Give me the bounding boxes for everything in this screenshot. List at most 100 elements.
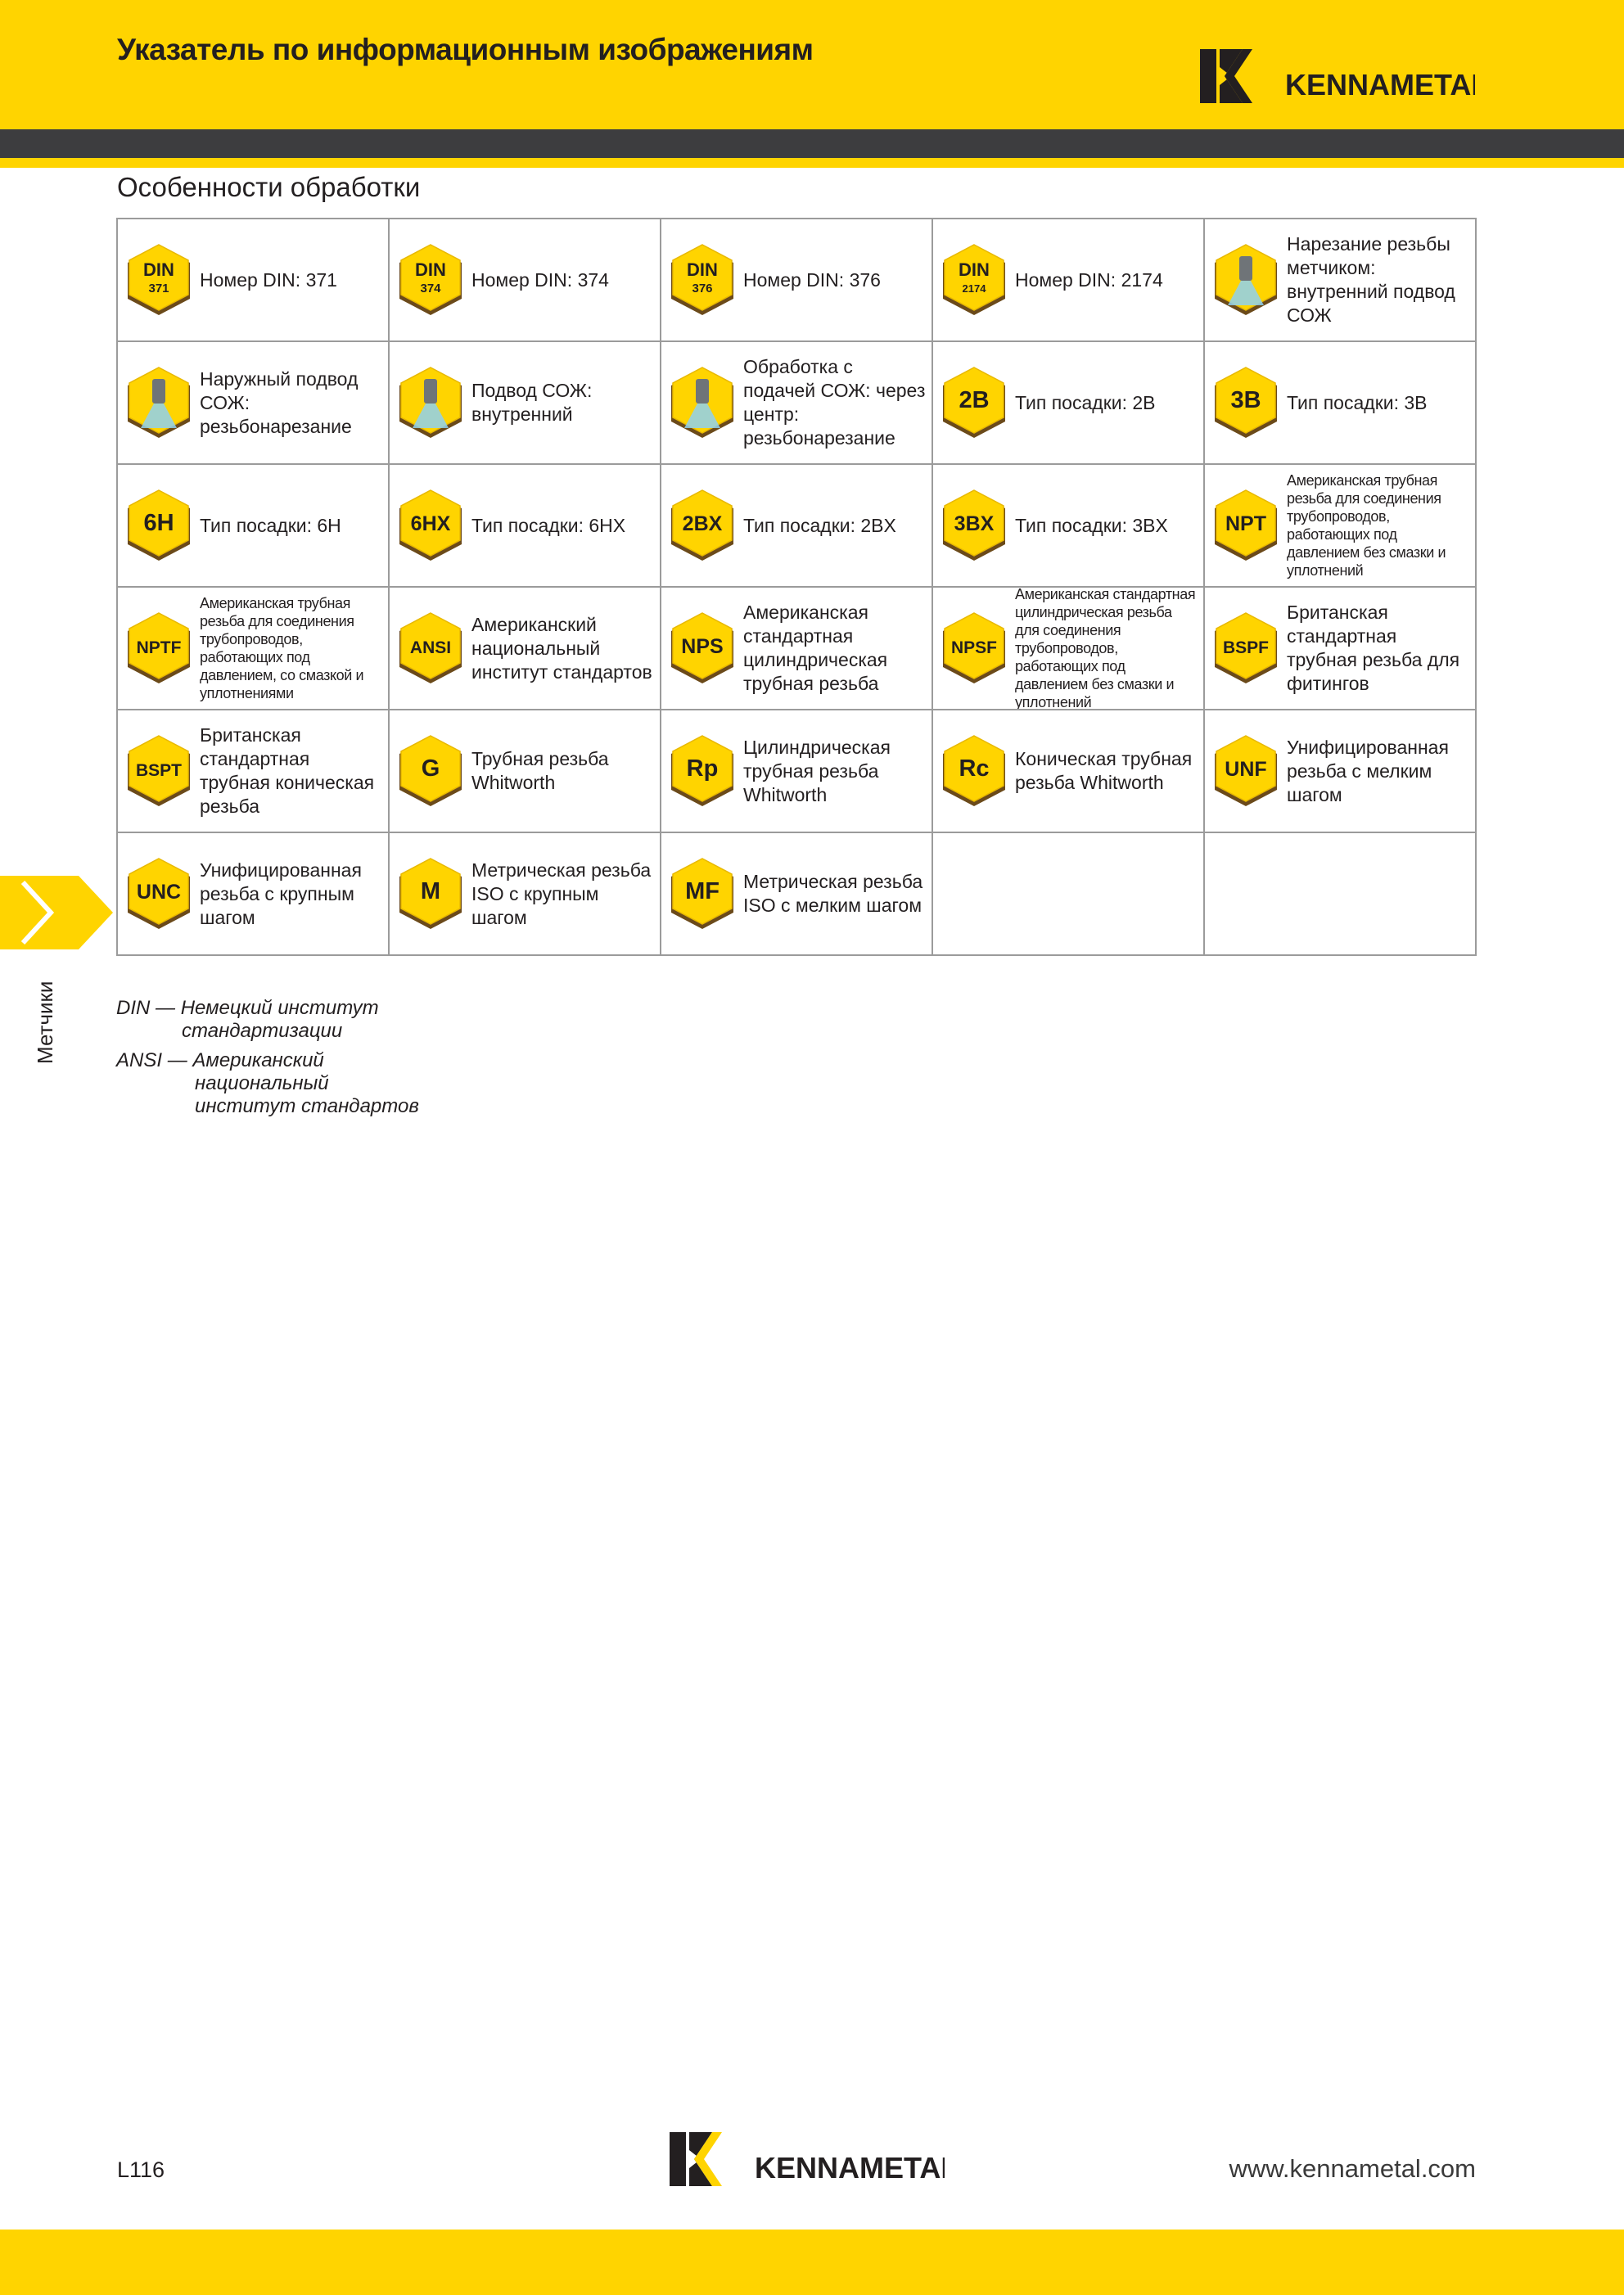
badge-text: NPT bbox=[1225, 512, 1266, 535]
footnote-dash: — bbox=[156, 997, 176, 1019]
badge-subtext: 376 bbox=[692, 282, 712, 295]
external-coolant-threading-icon bbox=[128, 367, 190, 438]
fit-3bx-badge-icon: 3BX bbox=[943, 489, 1005, 561]
logo-text: KENNAMETAL bbox=[1285, 68, 1475, 101]
legend-cell: M Метрическая резьба ISO с крупным шагом bbox=[390, 833, 661, 956]
legend-label: Номер DIN: 374 bbox=[471, 268, 609, 291]
legend-label: Унифицированная резьба с мелким шагом bbox=[1287, 736, 1449, 805]
footnote-ansi: ANSI — Американский национальный институ… bbox=[116, 1049, 607, 1118]
legend-cell: Подвод СОЖ: внутренний bbox=[390, 342, 661, 465]
yellow-stripe bbox=[0, 158, 1624, 168]
badge-text: 6H bbox=[143, 510, 174, 536]
legend-label: Тип посадки: 3BX bbox=[1015, 514, 1168, 536]
badge-text: Rc bbox=[959, 755, 989, 782]
fit-6h-badge-icon: 6H bbox=[128, 489, 190, 561]
badge-text: UNF bbox=[1225, 758, 1266, 781]
legend-cell: UNC Унифицированная резьба с крупным шаго… bbox=[118, 833, 390, 956]
badge-text: DIN bbox=[687, 259, 718, 280]
legend-label: Подвод СОЖ: внутренний bbox=[471, 380, 593, 425]
legend-label: Номер DIN: 371 bbox=[200, 268, 337, 291]
rc-badge-icon: Rc bbox=[943, 735, 1005, 806]
rp-badge-icon: Rp bbox=[671, 735, 733, 806]
bspt-badge-icon: BSPT bbox=[128, 735, 190, 806]
legend-label: Наружный подвод СОЖ: резьбонарезание bbox=[200, 367, 359, 437]
legend-label: Коническая трубная резьба Whitworth bbox=[1015, 748, 1193, 793]
badge-text: BSPT bbox=[136, 761, 182, 780]
badge-text: 2BX bbox=[683, 512, 723, 535]
badge-text: MF bbox=[685, 878, 720, 904]
badge-subtext: 374 bbox=[420, 282, 441, 295]
section-title: Особенности обработки bbox=[117, 172, 421, 202]
legend-cell: DIN 374 Номер DIN: 374 bbox=[390, 219, 661, 342]
legend-label: Номер DIN: 376 bbox=[743, 268, 881, 291]
badge-text: UNC bbox=[137, 881, 181, 904]
ansi-badge-icon: ANSI bbox=[399, 612, 462, 683]
page-number: L116 bbox=[117, 2157, 165, 2182]
legend-label: Британская стандартная трубная резьба дл… bbox=[1287, 602, 1460, 694]
legend-label: Тип посадки: 2B bbox=[1015, 391, 1156, 413]
footnote-line: национальный bbox=[195, 1072, 329, 1094]
legend-cell: Обработка с подачей СОЖ: через центр: ре… bbox=[661, 342, 933, 465]
footnotes: DIN — Немецкий институт стандартизации A… bbox=[116, 997, 607, 1125]
legend-cell: 2BX Тип посадки: 2BX bbox=[661, 465, 933, 588]
badge-text: 2B bbox=[959, 387, 989, 413]
footnote-dash: — bbox=[167, 1049, 187, 1071]
legend-label: Унифицированная резьба с крупным шагом bbox=[200, 859, 362, 928]
legend-label: Номер DIN: 2174 bbox=[1015, 268, 1163, 291]
website-link[interactable]: www.kennametal.com bbox=[1229, 2154, 1476, 2183]
bottom-band bbox=[0, 2230, 1624, 2295]
legend-label: Нарезание резьбы метчиком: внутренний по… bbox=[1287, 233, 1455, 326]
legend-cell: Rc Коническая трубная резьба Whitworth bbox=[933, 710, 1205, 833]
logo-text: KENNAMETAL bbox=[755, 2151, 945, 2185]
badge-text: BSPF bbox=[1223, 638, 1269, 657]
through-center-coolant-icon bbox=[671, 367, 733, 438]
unc-badge-icon: UNC bbox=[128, 858, 190, 929]
legend-label: Американская стандартная цилиндрическая … bbox=[1015, 588, 1196, 710]
badge-subtext: 2174 bbox=[963, 282, 987, 295]
page-title: Указатель по информационным изображениям bbox=[117, 33, 814, 66]
legend-label: Цилиндрическая трубная резьба Whitworth bbox=[743, 736, 891, 805]
din-374-badge-icon: DIN 374 bbox=[399, 244, 462, 315]
side-tab-label: Метчики bbox=[33, 981, 57, 1064]
legend-cell: Нарезание резьбы метчиком: внутренний по… bbox=[1205, 219, 1477, 342]
badge-text: Rp bbox=[687, 755, 719, 782]
dark-band bbox=[0, 129, 1624, 158]
badge-subtext: 371 bbox=[148, 282, 169, 295]
legend-label: Американская стандартная цилиндрическая … bbox=[743, 602, 888, 694]
g-badge-icon: G bbox=[399, 735, 462, 806]
legend-label: Тип посадки: 3B bbox=[1287, 391, 1428, 413]
legend-label: Тип посадки: 2BX bbox=[743, 514, 896, 536]
legend-label: Британская стандартная трубная коническа… bbox=[200, 724, 375, 817]
legend-cell: Наружный подвод СОЖ: резьбонарезание bbox=[118, 342, 390, 465]
fit-2b-badge-icon: 2B bbox=[943, 367, 1005, 438]
fit-3b-badge-icon: 3B bbox=[1215, 367, 1277, 438]
unf-badge-icon: UNF bbox=[1215, 735, 1277, 806]
badge-text: M bbox=[421, 878, 440, 904]
fit-6hx-badge-icon: 6HX bbox=[399, 489, 462, 561]
legend-cell: BSPT Британская стандартная трубная конич… bbox=[118, 710, 390, 833]
badge-text: DIN bbox=[415, 259, 446, 280]
din-376-badge-icon: DIN 376 bbox=[671, 244, 733, 315]
footnote-line: стандартизации bbox=[182, 1020, 343, 1042]
legend-cell: 2B Тип посадки: 2B bbox=[933, 342, 1205, 465]
legend-label: Американский национальный институт станд… bbox=[471, 613, 652, 683]
kennametal-k-icon bbox=[670, 2132, 722, 2186]
footnote-abbr: ANSI bbox=[116, 1049, 163, 1071]
badge-text: 3BX bbox=[954, 512, 995, 535]
legend-cell: 3B Тип посадки: 3B bbox=[1205, 342, 1477, 465]
legend-cell: 3BX Тип посадки: 3BX bbox=[933, 465, 1205, 588]
legend-label: Метрическая резьба ISO с крупным шагом bbox=[471, 859, 652, 928]
